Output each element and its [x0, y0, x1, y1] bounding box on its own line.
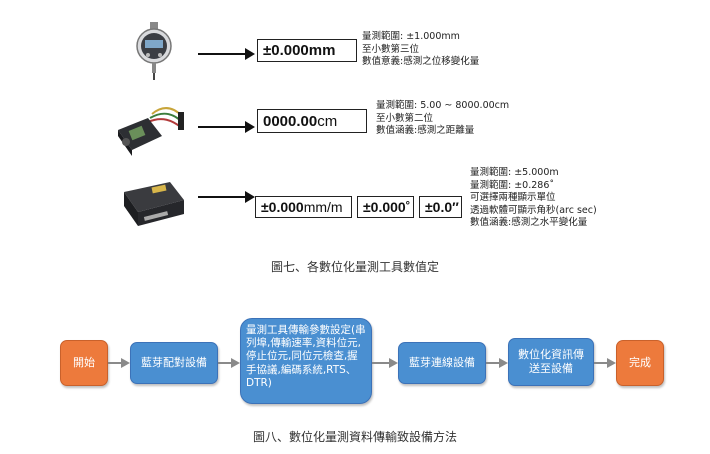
spec-line: 數值涵義:感測之水平變化量	[470, 217, 588, 228]
reading-unit: cm	[317, 112, 338, 130]
flow-step-transmit: 數位化資訊傳送至設備	[508, 338, 594, 386]
laser-distance-module-image	[118, 107, 184, 156]
reading-unit: mm	[308, 42, 336, 59]
spec-device1: 量測範圍: ±1.000mm 至小數第三位 數值意義:感測之位移變化量	[362, 31, 479, 69]
spec-line: 至小數第二位	[376, 112, 434, 124]
arrow-device3	[198, 191, 255, 203]
flow-step-bluetooth-pair: 藍芽配對設備	[130, 342, 218, 384]
flow-arrow-5	[594, 358, 616, 368]
flow-start: 開始	[60, 340, 108, 386]
spec-line: 數值意義:感測之位移變化量	[362, 56, 480, 67]
reading-box-device3b: ±0.000˚	[357, 196, 414, 218]
spec-line: 量測範圍: ±0.286˚	[470, 179, 555, 191]
spec-line: 透過軟體可顯示角秒(arc sec)	[470, 204, 597, 216]
flow-arrow-2	[218, 358, 240, 368]
reading-box-device3c: ±0.0″	[419, 196, 462, 218]
spec-line: 量測範圍: ±5.000m	[470, 167, 559, 178]
spec-line: 量測範圍: ±1.000mm	[362, 31, 460, 42]
spec-line: 量測範圍: 5.00 ~ 8000.00cm	[376, 100, 510, 111]
figure-caption-7: 圖七、各數位化量測工具數值定	[270, 260, 439, 274]
electronic-level-image	[124, 182, 184, 226]
reading-value-degree: ±0.000˚	[363, 199, 411, 215]
spec-device2: 量測範圍: 5.00 ~ 8000.00cm 至小數第二位 數值涵義:感測之距離…	[376, 100, 509, 138]
reading-value: 0000.00	[263, 112, 318, 130]
arrow-device2	[198, 121, 255, 133]
reading-value-arcsec: ±0.0″	[425, 199, 459, 215]
arrow-device1	[198, 48, 255, 60]
spec-line: 至小數第三位	[362, 43, 420, 55]
flow-arrow-4	[486, 358, 508, 368]
reading-unit: mm/m	[303, 199, 343, 215]
flow-step-param-settings: 量測工具傳輸參數設定(串列埠,傳輸速率,資料位元,停止位元,同位元檢查,握手協議…	[240, 318, 372, 404]
digital-dial-indicator-image	[136, 22, 172, 80]
spec-device3: 量測範圍: ±5.000m 量測範圍: ±0.286˚ 可選擇兩種顯示單位 透過…	[470, 167, 597, 230]
flow-end: 完成	[616, 340, 664, 386]
figure-caption-8: 圖八、數位化量測資料傳輸致設備方法	[252, 430, 457, 444]
flow-arrow-1	[108, 358, 130, 368]
flow-step-bluetooth-connect: 藍芽連線設備	[398, 342, 486, 384]
spec-line: 可選擇兩種顯示單位	[470, 192, 556, 203]
reading-value: ±0.000	[263, 42, 309, 59]
spec-line: 數值涵義:感測之距離量	[376, 125, 475, 136]
reading-value: ±0.000	[261, 199, 304, 215]
flow-arrow-3	[372, 358, 398, 368]
